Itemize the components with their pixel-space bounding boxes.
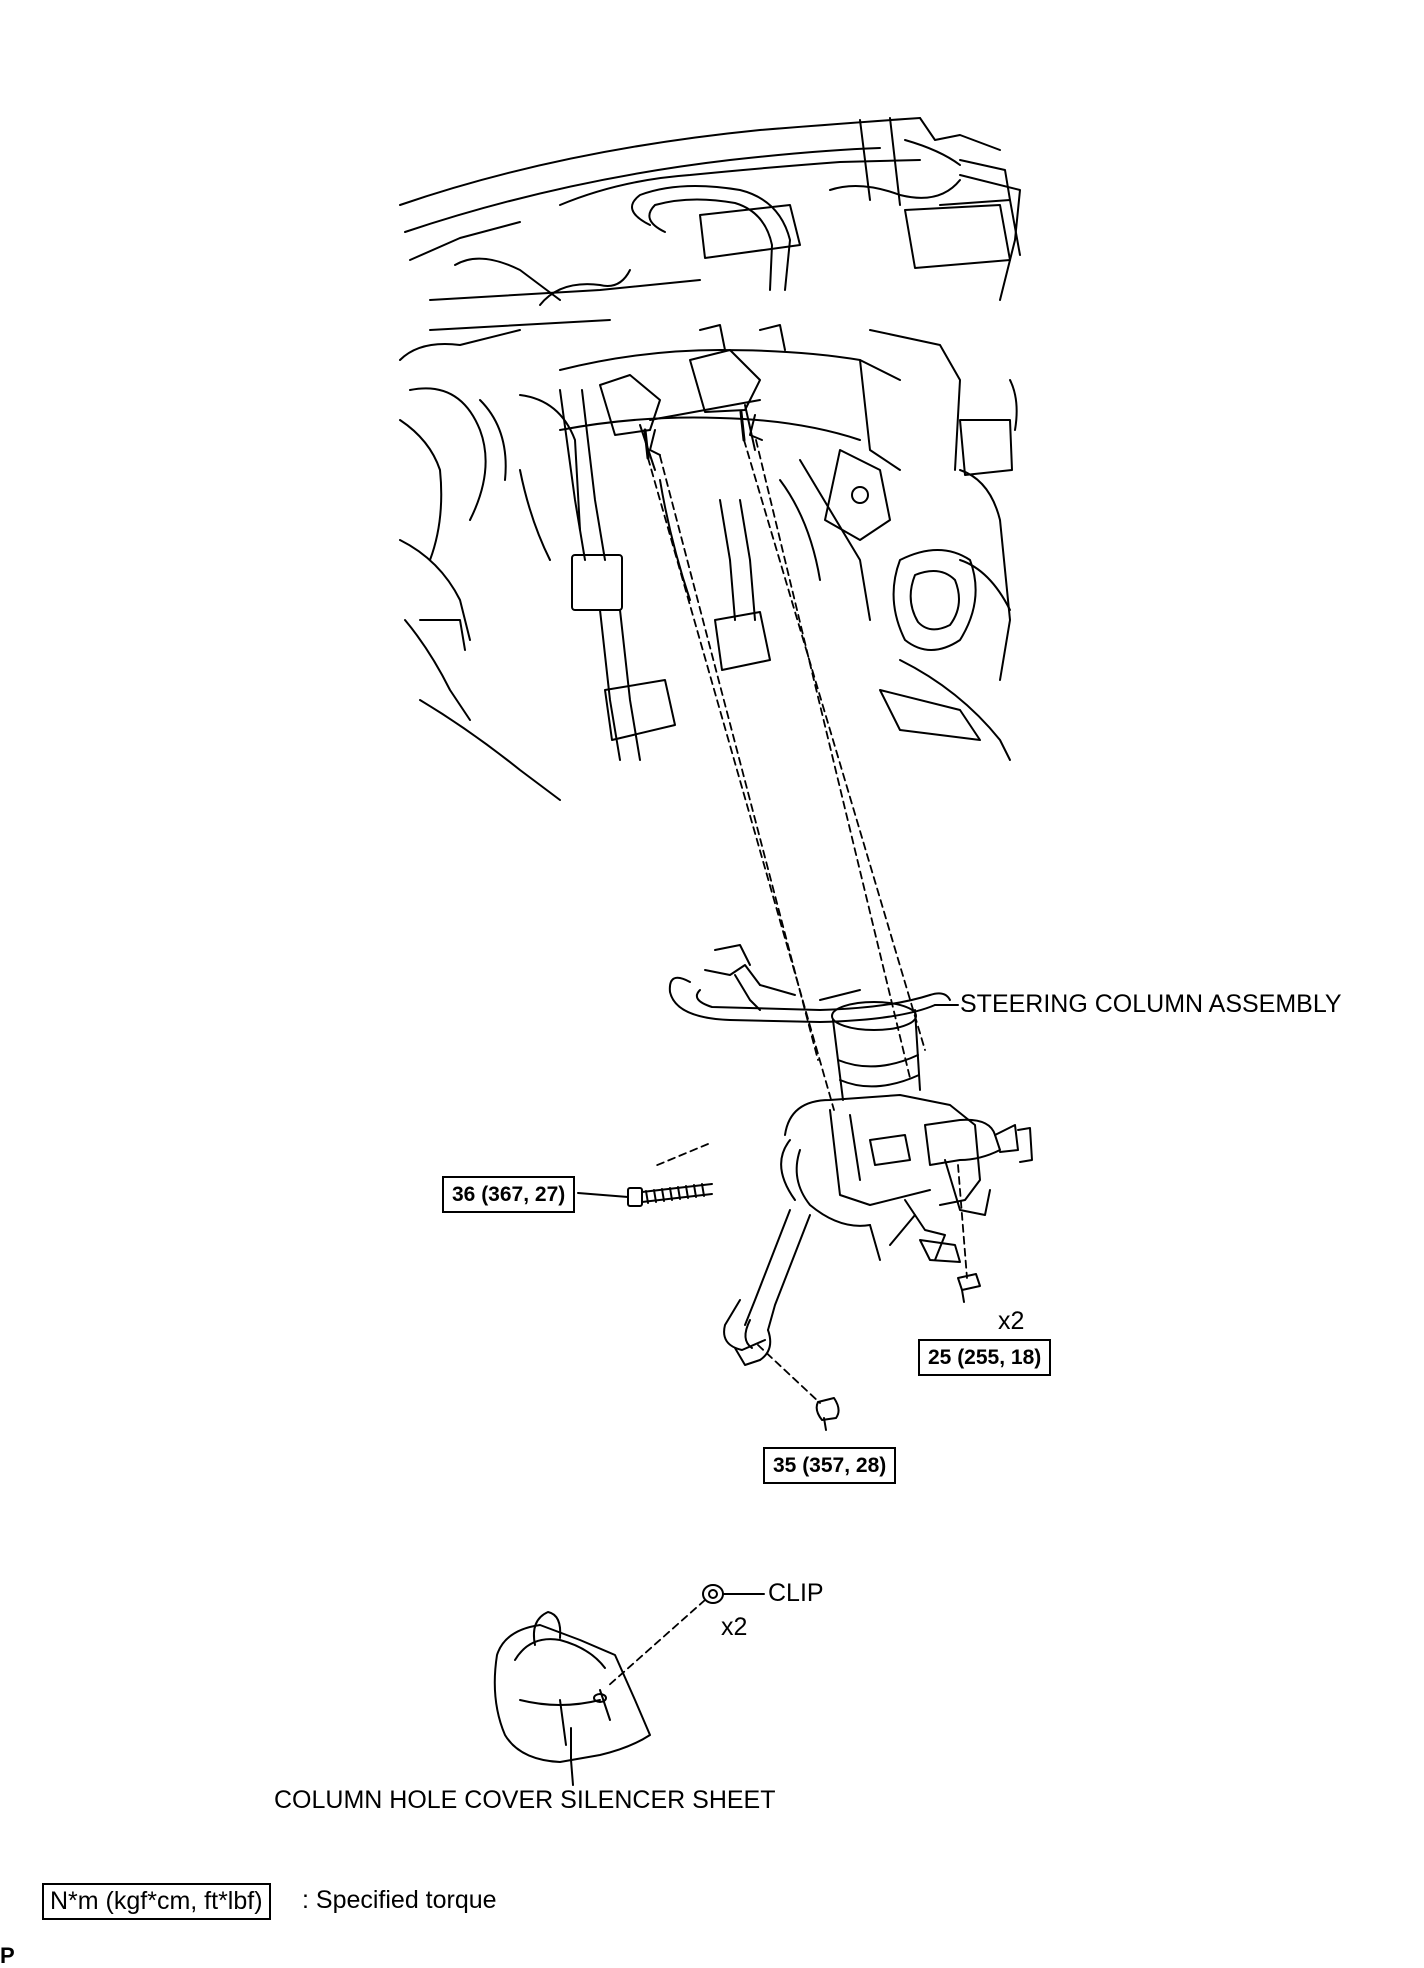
steering-column-label: STEERING COLUMN ASSEMBLY <box>960 990 1342 1018</box>
clip-qty-label: x2 <box>721 1613 748 1641</box>
silencer-sheet-label: COLUMN HOLE COVER SILENCER SHEET <box>274 1786 776 1814</box>
alignment-lines <box>607 439 968 1687</box>
torque-box-36: 36 (367, 27) <box>442 1176 576 1213</box>
legend-text: : Specified torque <box>302 1886 497 1914</box>
clip-label: CLIP <box>768 1579 824 1607</box>
dashboard-pedal-area <box>399 117 1021 801</box>
legend-torque-box: N*m (kgf*cm, ft*lbf) <box>42 1883 271 1920</box>
corner-mark: P <box>0 1943 15 1968</box>
torque-box-25: 25 (255, 18) <box>918 1339 1052 1376</box>
leader-lines <box>570 1004 959 1786</box>
nut-25 <box>957 1273 981 1303</box>
torque-box-35: 35 (357, 28) <box>763 1447 897 1484</box>
steering-column-assembly <box>668 944 1033 1366</box>
joint-bolt-35 <box>815 1397 840 1431</box>
silencer-sheet <box>493 1611 651 1763</box>
long-bolt-36 <box>627 1183 713 1207</box>
bolt-qty-label: x2 <box>998 1307 1025 1335</box>
clip-part <box>702 1584 765 1604</box>
